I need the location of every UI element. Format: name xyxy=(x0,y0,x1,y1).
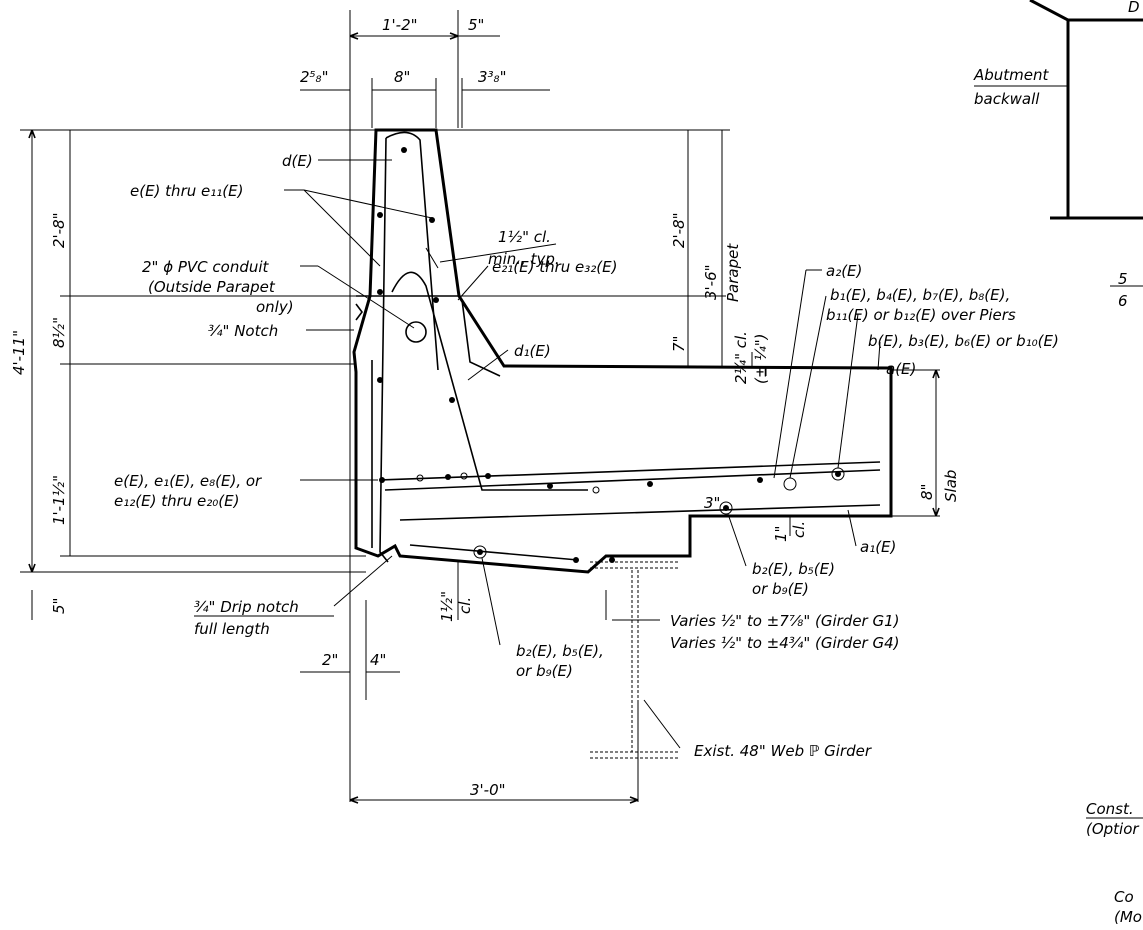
dim-cap-width: 8" xyxy=(394,68,410,86)
abutment-detail xyxy=(974,0,1143,819)
label-e-thru: e(E) thru e₁₁(E) xyxy=(130,182,243,200)
label-d1: d₁(E) xyxy=(514,342,551,360)
dim-left-offset: 2⁵₈" xyxy=(300,68,328,86)
dim-clear-tol: (± ¼") xyxy=(752,334,770,384)
detail-const-1: Const. xyxy=(1086,800,1134,818)
label-b1-line1: b₁(E), b₄(E), b₇(E), b₈(E), xyxy=(830,286,1010,304)
dim-bottom-cl: cl. xyxy=(456,597,474,614)
dim-top-right: 5" xyxy=(468,16,484,34)
detail-abutment-2: backwall xyxy=(974,90,1040,108)
existing-girder xyxy=(590,561,680,759)
dim-right-upper: 2'-8" xyxy=(670,212,688,248)
slab-top-bars xyxy=(379,461,881,481)
detail-frac-bot: 6 xyxy=(1118,292,1128,310)
label-b1-line2: b₁₁(E) or b₁₂(E) over Piers xyxy=(826,306,1016,324)
dim-overall: 3'-0" xyxy=(470,781,506,799)
label-b-list: b(E), b₃(E), b₆(E) or b₁₀(E) xyxy=(868,332,1059,350)
detail-co-1: Co xyxy=(1114,888,1134,906)
label-cover-2: min., typ. xyxy=(488,250,560,268)
dim-notch-zone: 8½" xyxy=(50,317,68,348)
dim-right-offset: 3³₈" xyxy=(478,68,506,86)
dim-two-in: 2" xyxy=(322,651,338,669)
label-girder: Exist. 48" Web ℙ Girder xyxy=(694,742,872,760)
dim-slab-word: Slab xyxy=(942,470,960,502)
leader-lines xyxy=(284,159,881,749)
label-b2-right-1: b₂(E), b₅(E) xyxy=(752,560,835,578)
pvc-conduit xyxy=(405,321,427,343)
label-cover-1: 1½" cl. xyxy=(498,228,551,246)
label-e-list-2: e₁₂(E) thru e₂₀(E) xyxy=(114,492,239,510)
detail-abutment-1: Abutment xyxy=(973,66,1050,84)
dim-parapet-word: Parapet xyxy=(724,243,742,302)
detail-co-2: (Mo xyxy=(1114,908,1142,926)
dim-lower-zone: 1'-1½" xyxy=(50,475,68,525)
label-drip-1: ¾" Drip notch xyxy=(194,598,299,616)
label-varies-2: Varies ½" to ±4¾" (Girder G4) xyxy=(670,634,900,652)
dim-upper-wall: 2'-8" xyxy=(50,212,68,248)
dim-four-in: 4" xyxy=(370,651,386,669)
detail-top-cut: D xyxy=(1128,0,1140,16)
label-a: a(E) xyxy=(886,360,916,378)
dim-below-slab: 5" xyxy=(50,598,68,614)
dim-three: 3" xyxy=(704,494,720,512)
label-pvc-1: 2" ϕ PVC conduit xyxy=(142,258,270,276)
dim-one-cl: cl. xyxy=(790,521,808,538)
parapet-outline xyxy=(352,128,893,574)
label-drip-2: full length xyxy=(194,620,270,638)
dim-right-seven: 7" xyxy=(670,336,688,352)
bar-d1 xyxy=(391,271,588,491)
detail-frac-top: 5 xyxy=(1118,270,1128,288)
dim-top-width: 1'-2" xyxy=(382,16,418,34)
label-pvc-3: only) xyxy=(256,298,294,316)
dim-clear-top: 2¼" cl. xyxy=(732,331,750,384)
reinforcing-bars xyxy=(371,131,881,563)
label-varies-1: Varies ½" to ±7⅞" (Girder G1) xyxy=(670,612,900,630)
label-pvc-2: (Outside Parapet xyxy=(148,278,276,296)
label-b2-right-2: or b₉(E) xyxy=(752,580,809,598)
label-notch: ¾" Notch xyxy=(208,322,278,340)
dim-one-clear: 1" xyxy=(772,526,790,542)
dim-slab-depth: 8" xyxy=(918,484,936,500)
dim-total-height: 4'-11" xyxy=(10,330,28,375)
label-b2-bottom-1: b₂(E), b₅(E), xyxy=(516,642,604,660)
detail-const-2: (Optior xyxy=(1086,820,1139,838)
bar-d xyxy=(385,131,439,371)
label-b2-bottom-2: or b₉(E) xyxy=(516,662,573,680)
dim-bottom-clear: 1½" xyxy=(438,591,456,622)
parapet-concrete xyxy=(352,128,893,574)
label-a1: a₁(E) xyxy=(860,538,896,556)
bar-dots xyxy=(377,147,845,563)
label-e21: e₂₁(E) thru e₃₂(E) xyxy=(492,258,617,276)
label-e-list-1: e(E), e₁(E), e₈(E), or xyxy=(114,472,262,490)
label-a2: a₂(E) xyxy=(826,262,862,280)
label-d: d(E) xyxy=(282,152,313,170)
dim-parapet-height: 3'-6" xyxy=(702,264,720,300)
